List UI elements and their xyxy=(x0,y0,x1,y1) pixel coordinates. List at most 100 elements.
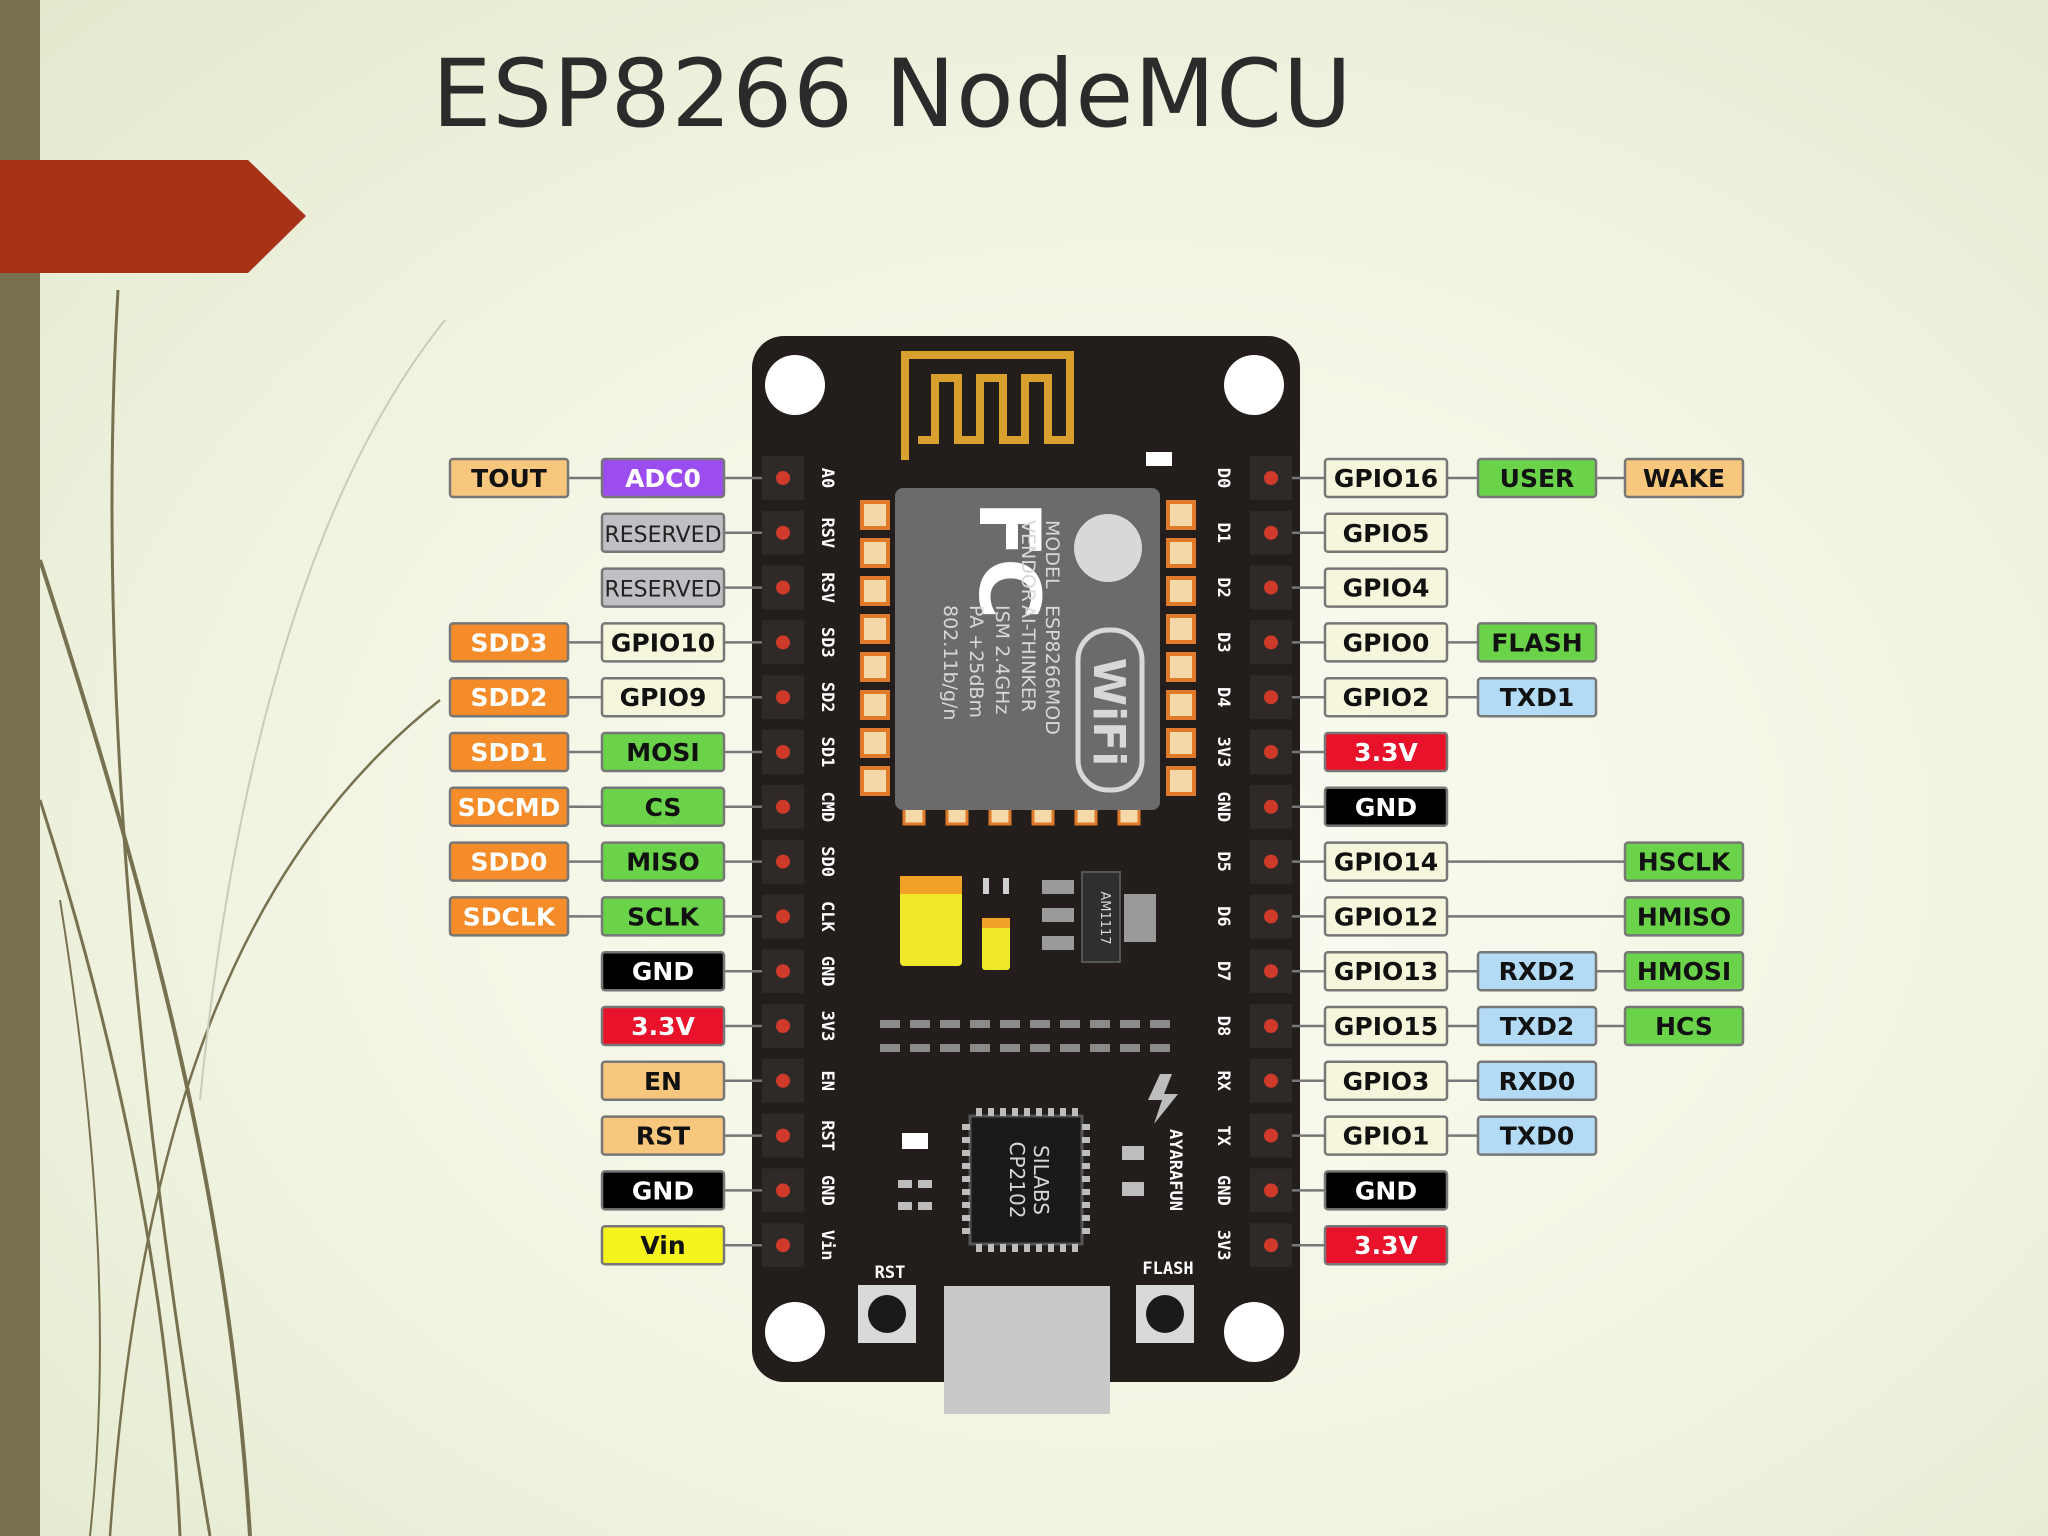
pin-label: 3.3V xyxy=(1323,1224,1449,1266)
pin-label-text: GPIO3 xyxy=(1343,1067,1430,1096)
pin-label: MOSI xyxy=(600,731,726,773)
module-pad xyxy=(1166,690,1196,720)
pin-label-box xyxy=(1623,457,1745,499)
module-pad xyxy=(1074,806,1098,826)
pin-label: GND xyxy=(1323,786,1449,828)
pin-label: CS xyxy=(600,786,726,828)
left-pin-silk: A0 xyxy=(817,468,837,488)
chip-pin xyxy=(962,1163,970,1169)
smd-component xyxy=(918,1202,932,1210)
small-capacitor xyxy=(982,918,1010,970)
pin-label-text: GPIO2 xyxy=(1343,683,1430,712)
pin-label-box xyxy=(1323,1060,1449,1102)
chip-pin xyxy=(1082,1202,1090,1208)
right-pin-silk: GND xyxy=(1213,791,1233,822)
pin-label-box xyxy=(600,1224,726,1266)
regulator-pad xyxy=(1042,908,1074,922)
header-pin-dot xyxy=(776,1183,790,1198)
pin-label-text: GND xyxy=(1355,1176,1417,1205)
right-pin-silk: D4 xyxy=(1213,687,1233,707)
chip-pin xyxy=(1036,1244,1042,1252)
pin-label-text: HMOSI xyxy=(1637,957,1731,986)
pin-label: GPIO0 xyxy=(1323,622,1449,663)
pin-label-text: RXD2 xyxy=(1499,957,1576,986)
smd-led xyxy=(902,1133,928,1149)
pin-label-box xyxy=(1476,457,1598,499)
dash-pad xyxy=(940,1044,960,1052)
pin-label-text: CS xyxy=(645,793,682,822)
module-pad xyxy=(860,500,890,530)
pin-label-text: SDD0 xyxy=(471,848,548,877)
pin-label-text: RXD0 xyxy=(1499,1067,1576,1096)
left-pin-silk: SD3 xyxy=(817,627,837,658)
pin-label: RXD2 xyxy=(1476,950,1598,992)
usb-chip-label-line2: CP2102 xyxy=(1005,1142,1029,1219)
regulator-chip xyxy=(1081,871,1121,963)
chip-pin xyxy=(962,1228,970,1234)
left-pin-silk: SD1 xyxy=(817,737,837,768)
left-pin-silk: GND xyxy=(817,1175,837,1206)
header-pin-dot xyxy=(776,1238,790,1253)
left-pin-silk: SD2 xyxy=(817,682,837,713)
chip-pin xyxy=(962,1124,970,1130)
pin-label: MISO xyxy=(600,841,726,882)
chip-pin xyxy=(1060,1108,1066,1116)
dash-pad xyxy=(1060,1044,1080,1052)
header-pin-dot xyxy=(1264,909,1278,924)
pin-label: GPIO3 xyxy=(1323,1060,1449,1102)
right-pin-silk: GND xyxy=(1213,1175,1233,1206)
pin-label-box xyxy=(1476,1060,1598,1102)
pin-label-text: GPIO13 xyxy=(1334,957,1438,986)
header-pin-dot xyxy=(1264,799,1278,814)
flash-button[interactable] xyxy=(1146,1295,1184,1333)
fc-logo: FC xyxy=(960,500,1058,619)
header-pin-dot xyxy=(776,471,790,485)
pin-label: HCS xyxy=(1623,1005,1745,1047)
module-pad xyxy=(860,728,890,758)
rst-button[interactable] xyxy=(868,1295,906,1333)
pin-label-box xyxy=(600,567,726,608)
chip-pin xyxy=(962,1189,970,1195)
module-spec-pa: PA +25dBm xyxy=(965,605,987,718)
pin-label-box xyxy=(1476,622,1598,663)
pin-label: SDD2 xyxy=(448,676,570,718)
left-pin-silk: CLK xyxy=(817,901,837,932)
header-pin-dot xyxy=(776,1073,790,1088)
pin-label-text: RST xyxy=(636,1122,690,1151)
pin-label-box xyxy=(448,457,570,499)
left-pin-silk: CMD xyxy=(817,791,837,822)
pin-label: GPIO9 xyxy=(600,676,726,718)
pin-label-box xyxy=(600,786,726,828)
pin-label-box xyxy=(1623,950,1745,992)
pin-label-text: SDD2 xyxy=(471,683,548,712)
header-pin-dot xyxy=(776,1019,790,1033)
pin-label: HMOSI xyxy=(1623,950,1745,992)
chip-pin xyxy=(1012,1108,1018,1116)
pin-label: GPIO12 xyxy=(1323,896,1449,937)
module-model-label: MODEL xyxy=(1041,520,1063,589)
pin-label: GPIO5 xyxy=(1323,512,1449,554)
mounting-hole xyxy=(1224,1302,1284,1362)
right-pin-silk: D8 xyxy=(1213,1016,1233,1036)
dash-pad xyxy=(910,1020,930,1028)
pin-label: GPIO14 xyxy=(1323,841,1449,882)
left-pin-silk: 3V3 xyxy=(817,1011,837,1042)
pin-label-box xyxy=(600,1005,726,1047)
chip-pin xyxy=(1082,1124,1090,1130)
pin-label: RST xyxy=(600,1115,726,1156)
micro-usb-connector[interactable] xyxy=(944,1286,1110,1414)
pin-label: SDCMD xyxy=(448,786,570,828)
flash-button-label: FLASH xyxy=(1142,1259,1193,1279)
pin-label-box xyxy=(1323,896,1449,937)
chip-pin xyxy=(1000,1108,1006,1116)
dash-pad xyxy=(1090,1020,1110,1028)
module-pad xyxy=(945,806,969,826)
pin-label-text: MISO xyxy=(626,848,699,877)
pin-label: SDD1 xyxy=(448,731,570,773)
globe-logo-icon xyxy=(1074,514,1142,582)
left-pin-silk: EN xyxy=(817,1071,837,1091)
module-pad xyxy=(1166,614,1196,644)
chip-pin xyxy=(1082,1176,1090,1182)
pin-label-text: RESERVED xyxy=(604,578,721,603)
left-pin-silk: Vin xyxy=(817,1230,837,1261)
